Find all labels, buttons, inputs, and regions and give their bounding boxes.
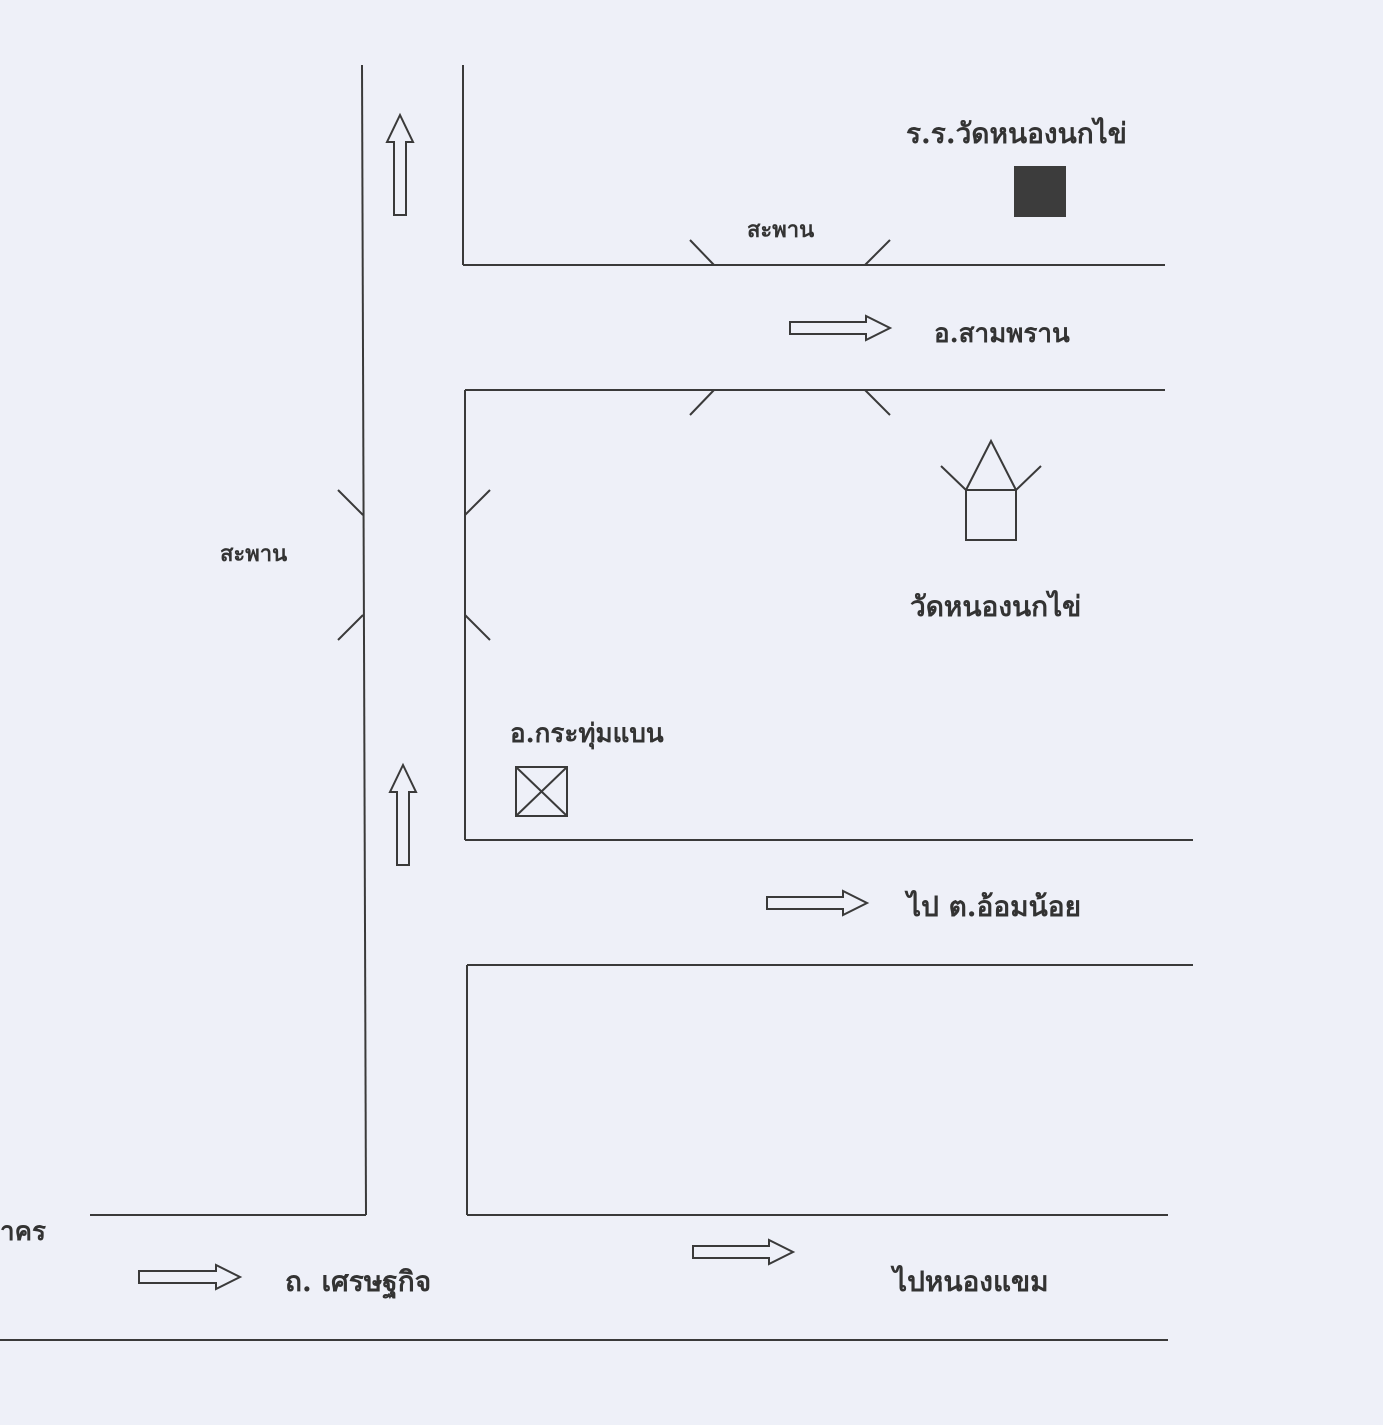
- sakhon-label: าคร: [0, 1217, 46, 1247]
- arrow-up-icon: [385, 112, 415, 216]
- setthakit-road-label: ถ. เศรษฐกิจ: [285, 1265, 431, 1300]
- om-noi-label: ไป ต.อ้อมน้อย: [904, 890, 1081, 923]
- temple-label: วัดหนองนกไข่: [910, 590, 1081, 623]
- school-marker-icon: [1014, 166, 1066, 217]
- sam-phran-label: อ.สามพราน: [934, 319, 1070, 349]
- nong-khaem-label: ไปหนองแขม: [890, 1265, 1049, 1298]
- district-office-icon: [515, 766, 568, 817]
- arrow-right-icon: [766, 889, 870, 917]
- arrow-right-icon: [789, 314, 893, 342]
- bridge-label-left: สะพาน: [220, 541, 287, 567]
- temple-icon: [940, 438, 1042, 541]
- bridge-symbol-left: [337, 489, 491, 641]
- arrow-right-icon: [692, 1238, 796, 1266]
- bridge-symbol-top: [689, 239, 891, 416]
- bridge-label-top: สะพาน: [747, 217, 814, 243]
- main-road-left-edge: [361, 64, 367, 1216]
- arrow-up-icon: [388, 762, 418, 866]
- krathum-baen-label: อ.กระทุ่มแบน: [510, 719, 664, 750]
- arrow-right-icon: [138, 1263, 243, 1291]
- school-label: ร.ร.วัดหนองนกไข่: [906, 117, 1127, 150]
